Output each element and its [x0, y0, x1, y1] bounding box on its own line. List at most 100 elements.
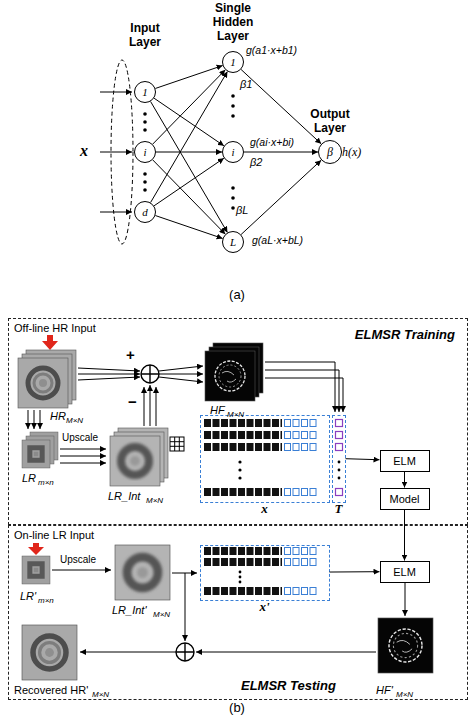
- layer-title: Input Layer: [123, 22, 167, 50]
- feature-matrix: [284, 547, 318, 555]
- feature-matrix: [284, 488, 318, 496]
- image-stack: [205, 351, 255, 401]
- image-label: LR': [20, 590, 36, 603]
- layer-title: Output Layer: [305, 108, 355, 136]
- panel-tag: (b): [0, 701, 474, 716]
- connector: [153, 70, 226, 144]
- neuron-circle: 1: [134, 81, 156, 103]
- feature-matrix: [285, 489, 318, 495]
- feature-matrix: [204, 587, 282, 595]
- feature-matrix: [238, 460, 241, 463]
- size-subscript: M×N: [396, 690, 413, 699]
- connector: [244, 152, 318, 153]
- flow-arrow: [185, 573, 186, 641]
- weight-label: β2: [250, 156, 262, 169]
- ellipsis-dots: [143, 188, 147, 192]
- feature-matrix: [285, 588, 318, 594]
- flow-arrow: [28, 362, 405, 652]
- image-stack: [22, 440, 50, 468]
- size-subscript: M×N: [227, 410, 244, 419]
- input-bundle: [100, 212, 132, 213]
- feature-matrix: [239, 571, 242, 574]
- ellipsis-dots: [231, 94, 235, 98]
- image-label: HR: [50, 410, 66, 423]
- connector: [155, 216, 222, 239]
- flow-arrow: [60, 449, 106, 450]
- feature-matrix: [284, 558, 318, 566]
- target-vector: [336, 432, 343, 439]
- connector: [151, 101, 228, 232]
- size-subscript: M×N: [153, 610, 170, 619]
- connector: [154, 98, 224, 146]
- input-bundle: [100, 92, 132, 93]
- input-symbol: x: [80, 142, 88, 160]
- ellipsis-dots: [231, 196, 235, 200]
- node-text: 1: [142, 86, 148, 98]
- image-stack: [18, 358, 68, 408]
- feature-matrix: [204, 423, 318, 591]
- step-label: On-line LR Input: [14, 529, 94, 542]
- grid-icon: [170, 437, 184, 451]
- process-box: ELM: [380, 450, 430, 472]
- ellipsis-dots: [143, 112, 147, 116]
- feature-box: x: [200, 415, 330, 503]
- sum-symbol: [141, 365, 194, 661]
- target-vector: [336, 489, 343, 496]
- flow-arrow: [156, 387, 157, 426]
- size-subscript: m×n: [38, 596, 54, 605]
- feature-matrix: [239, 576, 242, 579]
- image-stack: [110, 436, 160, 486]
- feature-matrix: [284, 431, 318, 439]
- ellipsis-dots: [231, 104, 235, 108]
- output-neuron: βh(x): [318, 140, 342, 164]
- weight-label: βL: [236, 204, 248, 217]
- connector: [404, 510, 405, 561]
- step-label: Upscale: [62, 432, 98, 444]
- node-text: i: [143, 146, 146, 158]
- operator-sign: −: [128, 393, 137, 410]
- node-text: ELMSR Testing: [241, 678, 336, 693]
- feature-matrix: [285, 432, 318, 438]
- node-text: L: [230, 236, 236, 248]
- node-text: ELMSR Training: [355, 327, 455, 342]
- flow-arrow: [159, 374, 203, 375]
- neuron-circle: L: [222, 231, 244, 253]
- sum-symbol: [141, 365, 159, 383]
- neuron-circle: 1: [222, 51, 244, 73]
- size-subscript: M×N: [146, 496, 163, 505]
- target-vector: [338, 461, 341, 464]
- connector: [154, 158, 224, 206]
- image-label: LR_Int: [108, 490, 140, 503]
- activation-label: g(a1·x+b1): [246, 44, 297, 56]
- target-vector: [336, 420, 343, 496]
- flow-arrow: [78, 374, 140, 375]
- target-box: T: [332, 415, 346, 503]
- feature-matrix: [285, 420, 318, 426]
- connector: [155, 66, 222, 89]
- feature-matrix: [284, 419, 318, 427]
- node-text: Model: [390, 493, 420, 505]
- target-vector: [336, 420, 343, 427]
- connector: [241, 160, 321, 234]
- input-arrow: [28, 543, 44, 555]
- feature-matrix: [204, 443, 282, 451]
- image: [115, 545, 170, 600]
- input-bundle: [100, 152, 132, 153]
- size-subscript: m×n: [38, 478, 54, 487]
- image-label: HF': [376, 684, 393, 697]
- node-text: ELM: [393, 566, 416, 578]
- image-label: Recovered HR': [14, 684, 88, 697]
- image: [22, 556, 50, 584]
- image-label: LR: [22, 472, 36, 485]
- flow-arrow: [60, 463, 106, 464]
- node-text: ELM: [393, 455, 416, 467]
- node-text: d: [142, 206, 148, 218]
- image-label: LR_Int': [112, 604, 147, 617]
- flow-arrow: [78, 377, 140, 380]
- neuron-circle: d: [134, 201, 156, 223]
- flow-arrow: [159, 377, 203, 382]
- flow-arrow: [405, 583, 406, 616]
